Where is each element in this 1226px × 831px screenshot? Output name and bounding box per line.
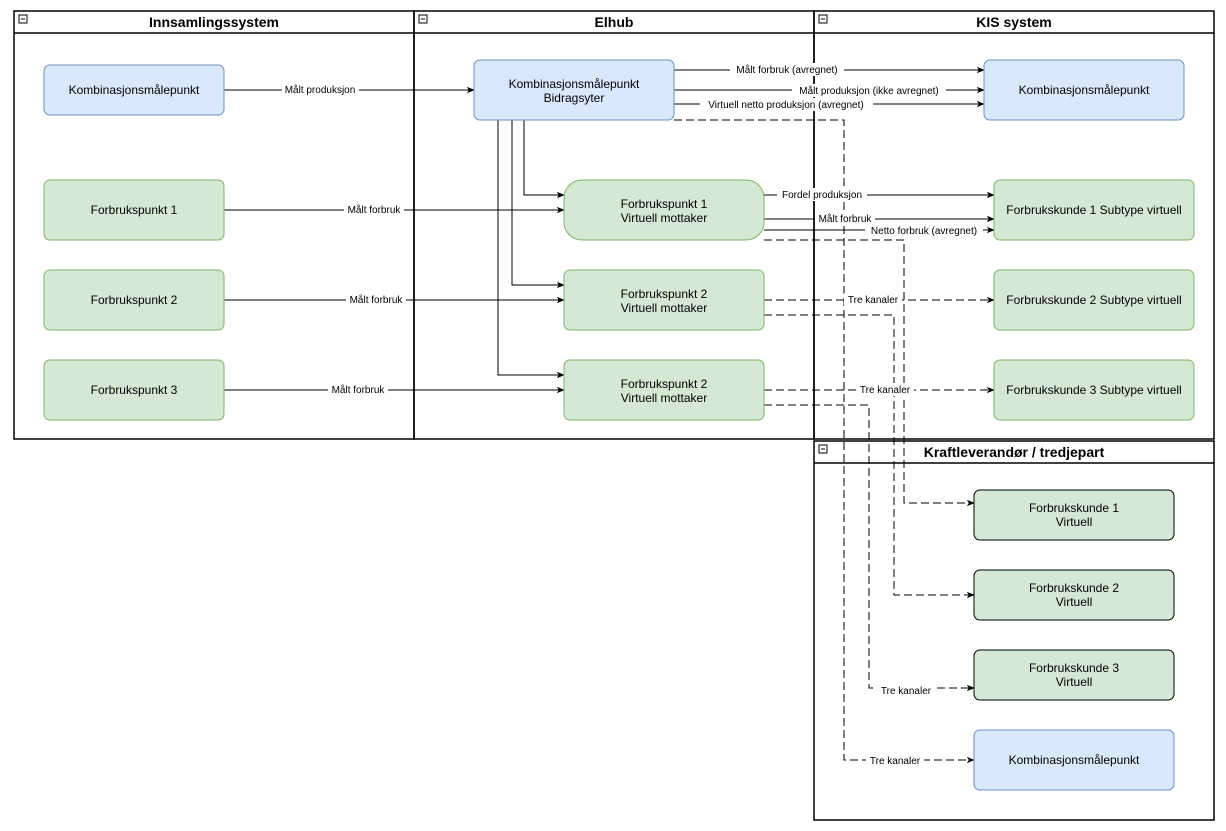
edge-fp2-kraft-fk2 bbox=[764, 314, 975, 599]
edge-fp1-kraft-fk1 bbox=[764, 239, 975, 507]
node-innsamling-kombinasjonsmalepunkt[interactable]: Kombinasjonsmålepunkt bbox=[43, 64, 225, 116]
edge-label: Målt forbruk bbox=[332, 384, 386, 396]
edge-label: Målt produksjon bbox=[285, 84, 356, 96]
node-label: Kombinasjonsmålepunkt bbox=[69, 83, 200, 97]
edge-label: Virtuell netto produksjon (avregnet) bbox=[708, 100, 863, 111]
edge-label: Netto forbruk (avregnet) bbox=[871, 226, 977, 237]
swimlane-kis-system: KIS system bbox=[813, 10, 1215, 440]
node-innsamling-forbrukspunkt-3[interactable]: Forbrukspunkt 3 bbox=[43, 359, 225, 421]
node-kraft-kombinasjonsmalepunkt[interactable]: Kombinasjonsmålepunkt bbox=[973, 729, 1175, 791]
edge-label: Fordel produksjon bbox=[782, 190, 862, 201]
edge-komb-kraft-komb bbox=[674, 119, 975, 764]
node-label-line: Virtuell mottaker bbox=[621, 391, 707, 405]
node-label-line: Forbrukskunde 3 Subtype virtuell bbox=[1006, 383, 1181, 397]
node-label-line: Kombinasjonsmålepunkt bbox=[1019, 83, 1150, 97]
node-label: Forbrukskunde 1 Subtype virtuell bbox=[1006, 203, 1181, 217]
node-label: Forbrukskunde 2 Subtype virtuell bbox=[1006, 293, 1181, 307]
edge-bidragsyter-fp2 bbox=[511, 120, 565, 289]
node-label-line: Forbrukspunkt 1 bbox=[621, 197, 708, 211]
swimlane-title: Elhub bbox=[595, 14, 634, 30]
node-innsamling-forbrukspunkt-2[interactable]: Forbrukspunkt 2 bbox=[43, 269, 225, 331]
node-label-line: Forbrukskunde 1 Subtype virtuell bbox=[1006, 203, 1181, 217]
node-label-line: Virtuell bbox=[1056, 675, 1092, 689]
node-label-line: Virtuell bbox=[1056, 515, 1092, 529]
node-label-line: Forbrukspunkt 2 bbox=[621, 287, 708, 301]
node-label-line: Forbrukskunde 2 bbox=[1029, 581, 1119, 595]
edge-label: Tre kanaler bbox=[860, 385, 911, 396]
edge-label: Målt forbruk (avregnet) bbox=[736, 64, 837, 76]
edge-bidragsyter-fp3 bbox=[497, 120, 565, 379]
swimlane-title: KIS system bbox=[976, 14, 1051, 30]
node-label: Kombinasjonsmålepunkt bbox=[1009, 753, 1140, 767]
node-label-line: Virtuell mottaker bbox=[621, 211, 707, 225]
node-label: Forbrukskunde 3 Subtype virtuell bbox=[1006, 383, 1181, 397]
edge-bidragsyter-fp1 bbox=[523, 120, 565, 199]
edge-label: Tre kanaler bbox=[848, 295, 899, 306]
node-innsamling-forbrukspunkt-1[interactable]: Forbrukspunkt 1 bbox=[43, 179, 225, 241]
node-label-line: Kombinasjonsmålepunkt bbox=[69, 83, 200, 97]
node-label-line: Forbrukskunde 1 bbox=[1029, 501, 1119, 515]
node-label-line: Bidragsyter bbox=[544, 91, 605, 105]
swimlane-title: Innsamlingssystem bbox=[149, 14, 279, 30]
node-label-line: Forbrukskunde 3 bbox=[1029, 661, 1119, 675]
swimlane-title: Kraftleverandør / tredjepart bbox=[924, 444, 1105, 460]
node-label-line: Kombinasjonsmålepunkt bbox=[1009, 753, 1140, 767]
node-label-line: Forbrukspunkt 2 bbox=[621, 377, 708, 391]
node-label-line: Forbrukspunkt 3 bbox=[91, 383, 178, 397]
collapse-icon[interactable] bbox=[18, 14, 28, 24]
edge-label: Målt forbruk bbox=[819, 213, 873, 225]
edge-label: Målt forbruk bbox=[348, 204, 402, 216]
node-label-line: Kombinasjonsmålepunkt bbox=[509, 77, 640, 91]
collapse-icon[interactable] bbox=[818, 444, 828, 454]
edge-labels: Målt produksjon Målt forbruk Målt forbru… bbox=[282, 63, 983, 767]
edge-label: Tre kanaler bbox=[881, 686, 932, 697]
node-label: Forbrukspunkt 2 bbox=[91, 293, 178, 307]
collapse-icon[interactable] bbox=[818, 14, 828, 24]
swimlane-kraftleverandor: Kraftleverandør / tredjepart bbox=[813, 440, 1215, 821]
node-label: Kombinasjonsmålepunkt bbox=[1019, 83, 1150, 97]
edge-label: Tre kanaler bbox=[870, 756, 921, 767]
node-label-line: Forbrukskunde 2 Subtype virtuell bbox=[1006, 293, 1181, 307]
node-kis-kombinasjonsmalepunkt[interactable]: Kombinasjonsmålepunkt bbox=[983, 59, 1185, 121]
edge-label: Målt forbruk bbox=[350, 294, 404, 306]
edge-label: Målt produksjon (ikke avregnet) bbox=[799, 85, 939, 97]
node-label: Forbrukspunkt 3 bbox=[91, 383, 178, 397]
node-label-line: Forbrukspunkt 2 bbox=[91, 293, 178, 307]
node-label-line: Forbrukspunkt 1 bbox=[91, 203, 178, 217]
node-label: Forbrukspunkt 1 bbox=[91, 203, 178, 217]
node-kis-forbrukskunde-3[interactable]: Forbrukskunde 3 Subtype virtuell bbox=[993, 359, 1195, 421]
node-label-line: Virtuell bbox=[1056, 595, 1092, 609]
node-label-line: Virtuell mottaker bbox=[621, 301, 707, 315]
node-kis-forbrukskunde-1[interactable]: Forbrukskunde 1 Subtype virtuell bbox=[993, 179, 1195, 241]
edge-fp3-kraft-fk3 bbox=[764, 404, 975, 692]
node-kis-forbrukskunde-2[interactable]: Forbrukskunde 2 Subtype virtuell bbox=[993, 269, 1195, 331]
collapse-icon[interactable] bbox=[418, 14, 428, 24]
